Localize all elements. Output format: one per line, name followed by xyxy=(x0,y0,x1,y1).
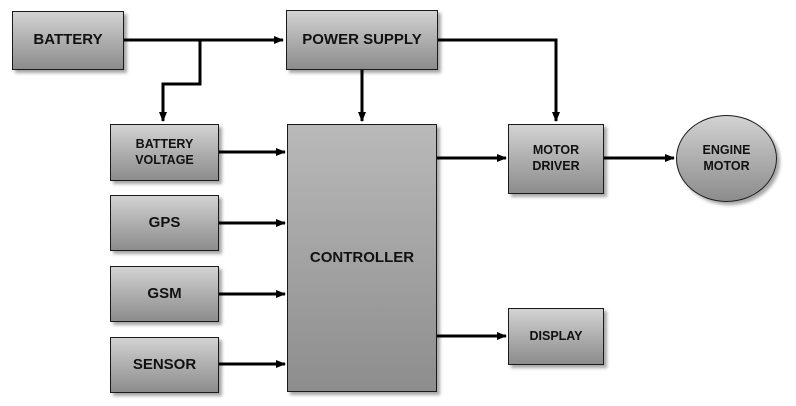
gsm-label: GSM xyxy=(147,284,182,302)
sensor-block: SENSOR xyxy=(110,337,219,393)
display-label: DISPLAY xyxy=(529,328,583,343)
battery-voltage-label-line1: BATTERY xyxy=(135,136,194,151)
controller-block: CONTROLLER xyxy=(287,124,437,392)
wire-battery-to-battery-voltage xyxy=(159,40,202,122)
motor-driver-label-line2: DRIVER xyxy=(532,159,580,173)
sensor-label: SENSOR xyxy=(132,355,197,373)
engine-motor-block: ENGINE MOTOR xyxy=(676,115,777,202)
battery-voltage-block: BATTERY VOLTAGE xyxy=(110,124,219,181)
motor-driver-label-line1: MOTOR xyxy=(532,143,580,158)
gps-label: GPS xyxy=(148,213,181,231)
gsm-block: GSM xyxy=(110,266,219,322)
battery-block: BATTERY xyxy=(12,11,124,70)
motor-driver-block: MOTOR DRIVER xyxy=(508,124,604,194)
battery-voltage-label-line2: VOLTAGE xyxy=(135,152,194,167)
power-supply-block: POWER SUPPLY xyxy=(286,10,438,70)
engine-motor-label-line1: ENGINE xyxy=(702,142,751,157)
display-block: DISPLAY xyxy=(508,308,604,365)
gps-block: GPS xyxy=(110,195,219,251)
power-supply-label: POWER SUPPLY xyxy=(302,30,422,48)
controller-label: CONTROLLER xyxy=(309,248,415,266)
wire-power-supply-to-motor-driver xyxy=(438,38,560,122)
battery-label: BATTERY xyxy=(33,31,103,49)
engine-motor-label-line2: MOTOR xyxy=(703,158,750,173)
